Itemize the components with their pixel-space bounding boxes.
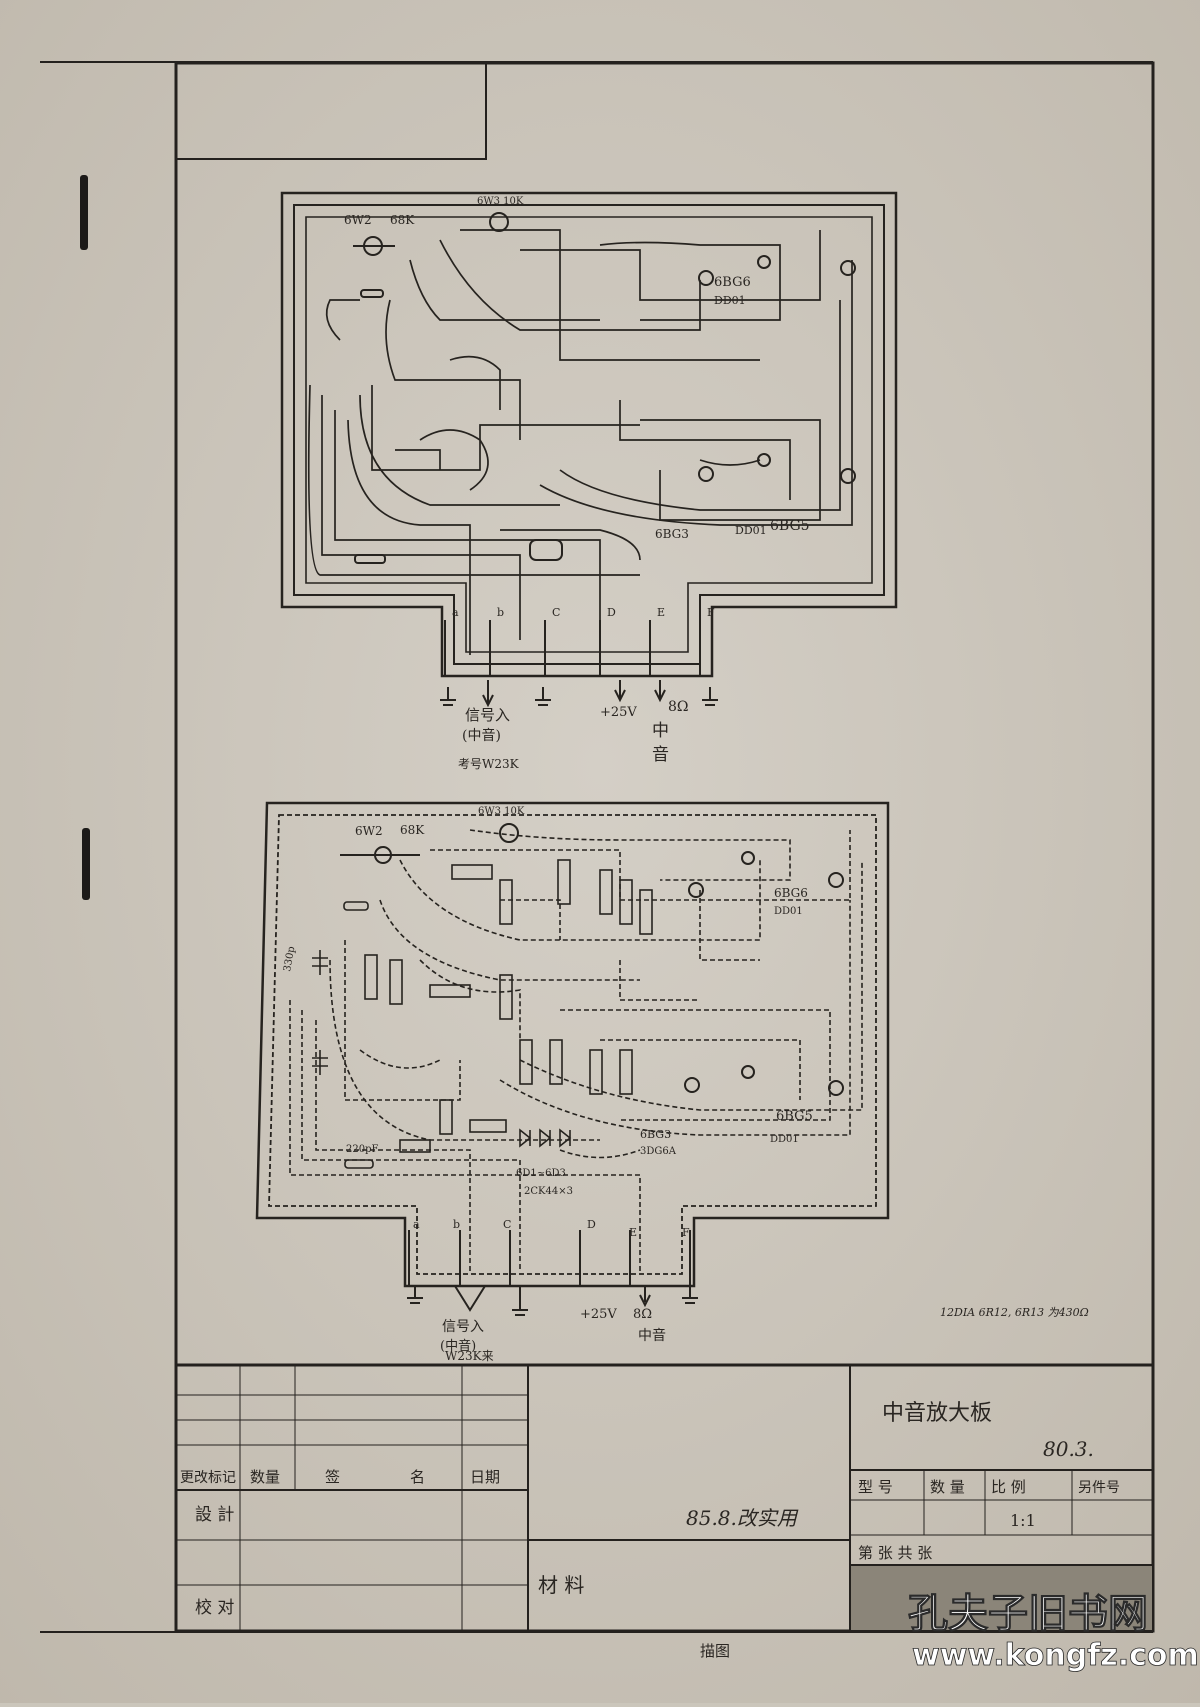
bottom-pin-a: a <box>413 1218 420 1231</box>
label-design: 設 計 <box>195 1505 234 1525</box>
label-material: 材 料 <box>538 1573 584 1597</box>
usage-note: 85.8.改实用 <box>686 1506 799 1530</box>
top-label-dd01-a: DD01 <box>735 524 767 537</box>
label-check: 校 对 <box>195 1598 234 1618</box>
top-label-6w3: 6W3 10K <box>477 196 524 207</box>
bottom-note-ref: W23K来 <box>445 1349 494 1363</box>
top-label-6bg6: 6BG6 <box>714 275 751 290</box>
bottom-side-note: 12DIA 6R12, 6R13 为430Ω <box>940 1306 1089 1319</box>
top-pin-a: a <box>452 606 459 619</box>
pcb-top-board <box>280 191 898 708</box>
header-name: 名 <box>410 1468 425 1486</box>
watermark-url: www.kongfz.com <box>912 1638 1199 1673</box>
top-label-6w2: 6W2 <box>344 213 372 227</box>
bottom-label-2ck44: 2CK44×3 <box>524 1186 573 1197</box>
bottom-label-220pf: 220pF <box>346 1144 378 1155</box>
bottom-label-diodes: 6D1~6D3 <box>516 1168 566 1179</box>
bottom-note-zhongyin: 中音 <box>638 1327 666 1344</box>
bottom-label-3dg6a: 3DG6A <box>640 1146 677 1157</box>
bottom-label-dd01-a: DD01 <box>770 1134 799 1145</box>
top-note-mid: (中音) <box>462 727 501 744</box>
top-pin-b: b <box>497 606 504 619</box>
top-note-speaker: 8Ω <box>668 699 689 715</box>
top-pin-e: E <box>657 606 665 619</box>
title-block-shadow <box>851 1566 1152 1630</box>
top-label-6bg3: 6BG3 <box>655 527 689 541</box>
bottom-pin-d: D <box>587 1218 596 1231</box>
header-date: 日期 <box>470 1468 500 1486</box>
bottom-label-330p: 330p <box>282 945 297 972</box>
header-model: 型 号 <box>858 1478 893 1496</box>
top-note-yin: 音 <box>652 745 669 765</box>
bottom-pin-c: C <box>503 1218 511 1231</box>
top-label-6bg5: 6BG5 <box>770 518 810 534</box>
sheet-count: 第 张 共 张 <box>858 1544 932 1562</box>
bottom-pin-e: E <box>629 1226 637 1239</box>
header-sign: 签 <box>325 1468 340 1486</box>
bottom-label-6bg3: 6BG3 <box>640 1128 671 1141</box>
scale-value: 1:1 <box>1010 1511 1036 1530</box>
bottom-label-dd01-b: DD01 <box>774 906 803 917</box>
top-pin-d: D <box>607 606 616 619</box>
top-note-supply: +25V <box>600 705 637 720</box>
bottom-note-mid: (中音) <box>440 1338 476 1354</box>
header-qty: 数 量 <box>930 1478 965 1496</box>
top-note-zhong: 中 <box>652 721 669 741</box>
header-part-no: 另件号 <box>1078 1480 1120 1496</box>
bottom-label-6w2: 6W2 <box>355 824 383 838</box>
header-quantity: 数量 <box>250 1468 280 1486</box>
pcb-bottom-board <box>255 801 890 1316</box>
title-block <box>176 1363 1153 1631</box>
bottom-label-6w3: 6W3 10K <box>478 806 525 817</box>
drawing-frame <box>40 61 1155 1633</box>
header-scale: 比 例 <box>991 1478 1026 1496</box>
bottom-pin-f: F <box>682 1226 690 1239</box>
bottom-note-speaker: 8Ω <box>633 1307 652 1322</box>
header-revision-mark: 更改标记 <box>180 1470 236 1486</box>
binding-mark <box>82 828 90 900</box>
top-pin-c: C <box>552 606 560 619</box>
bottom-label-6bg6: 6BG6 <box>774 886 808 900</box>
top-label-68k: 68K <box>390 213 415 227</box>
bottom-note-input: 信号入 <box>442 1319 484 1335</box>
top-pin-f: F <box>707 606 715 619</box>
drawing-title: 中音放大板 <box>882 1401 992 1426</box>
drawing-date: 80.3. <box>1043 1437 1094 1461</box>
top-note-input: 信号入 <box>465 706 510 724</box>
bottom-label-68k: 68K <box>400 823 425 837</box>
bottom-pin-b: b <box>453 1218 460 1231</box>
top-label-dd01-b: DD01 <box>714 294 746 307</box>
label-tracing: 描图 <box>700 1642 730 1660</box>
bottom-note-supply: +25V <box>580 1307 617 1322</box>
binding-mark <box>80 175 88 250</box>
top-note-ref: 考号W23K <box>458 757 520 771</box>
watermark-name: 孔夫子旧书网 <box>908 1591 1148 1637</box>
bottom-label-6bg5: 6BG5 <box>776 1109 813 1124</box>
